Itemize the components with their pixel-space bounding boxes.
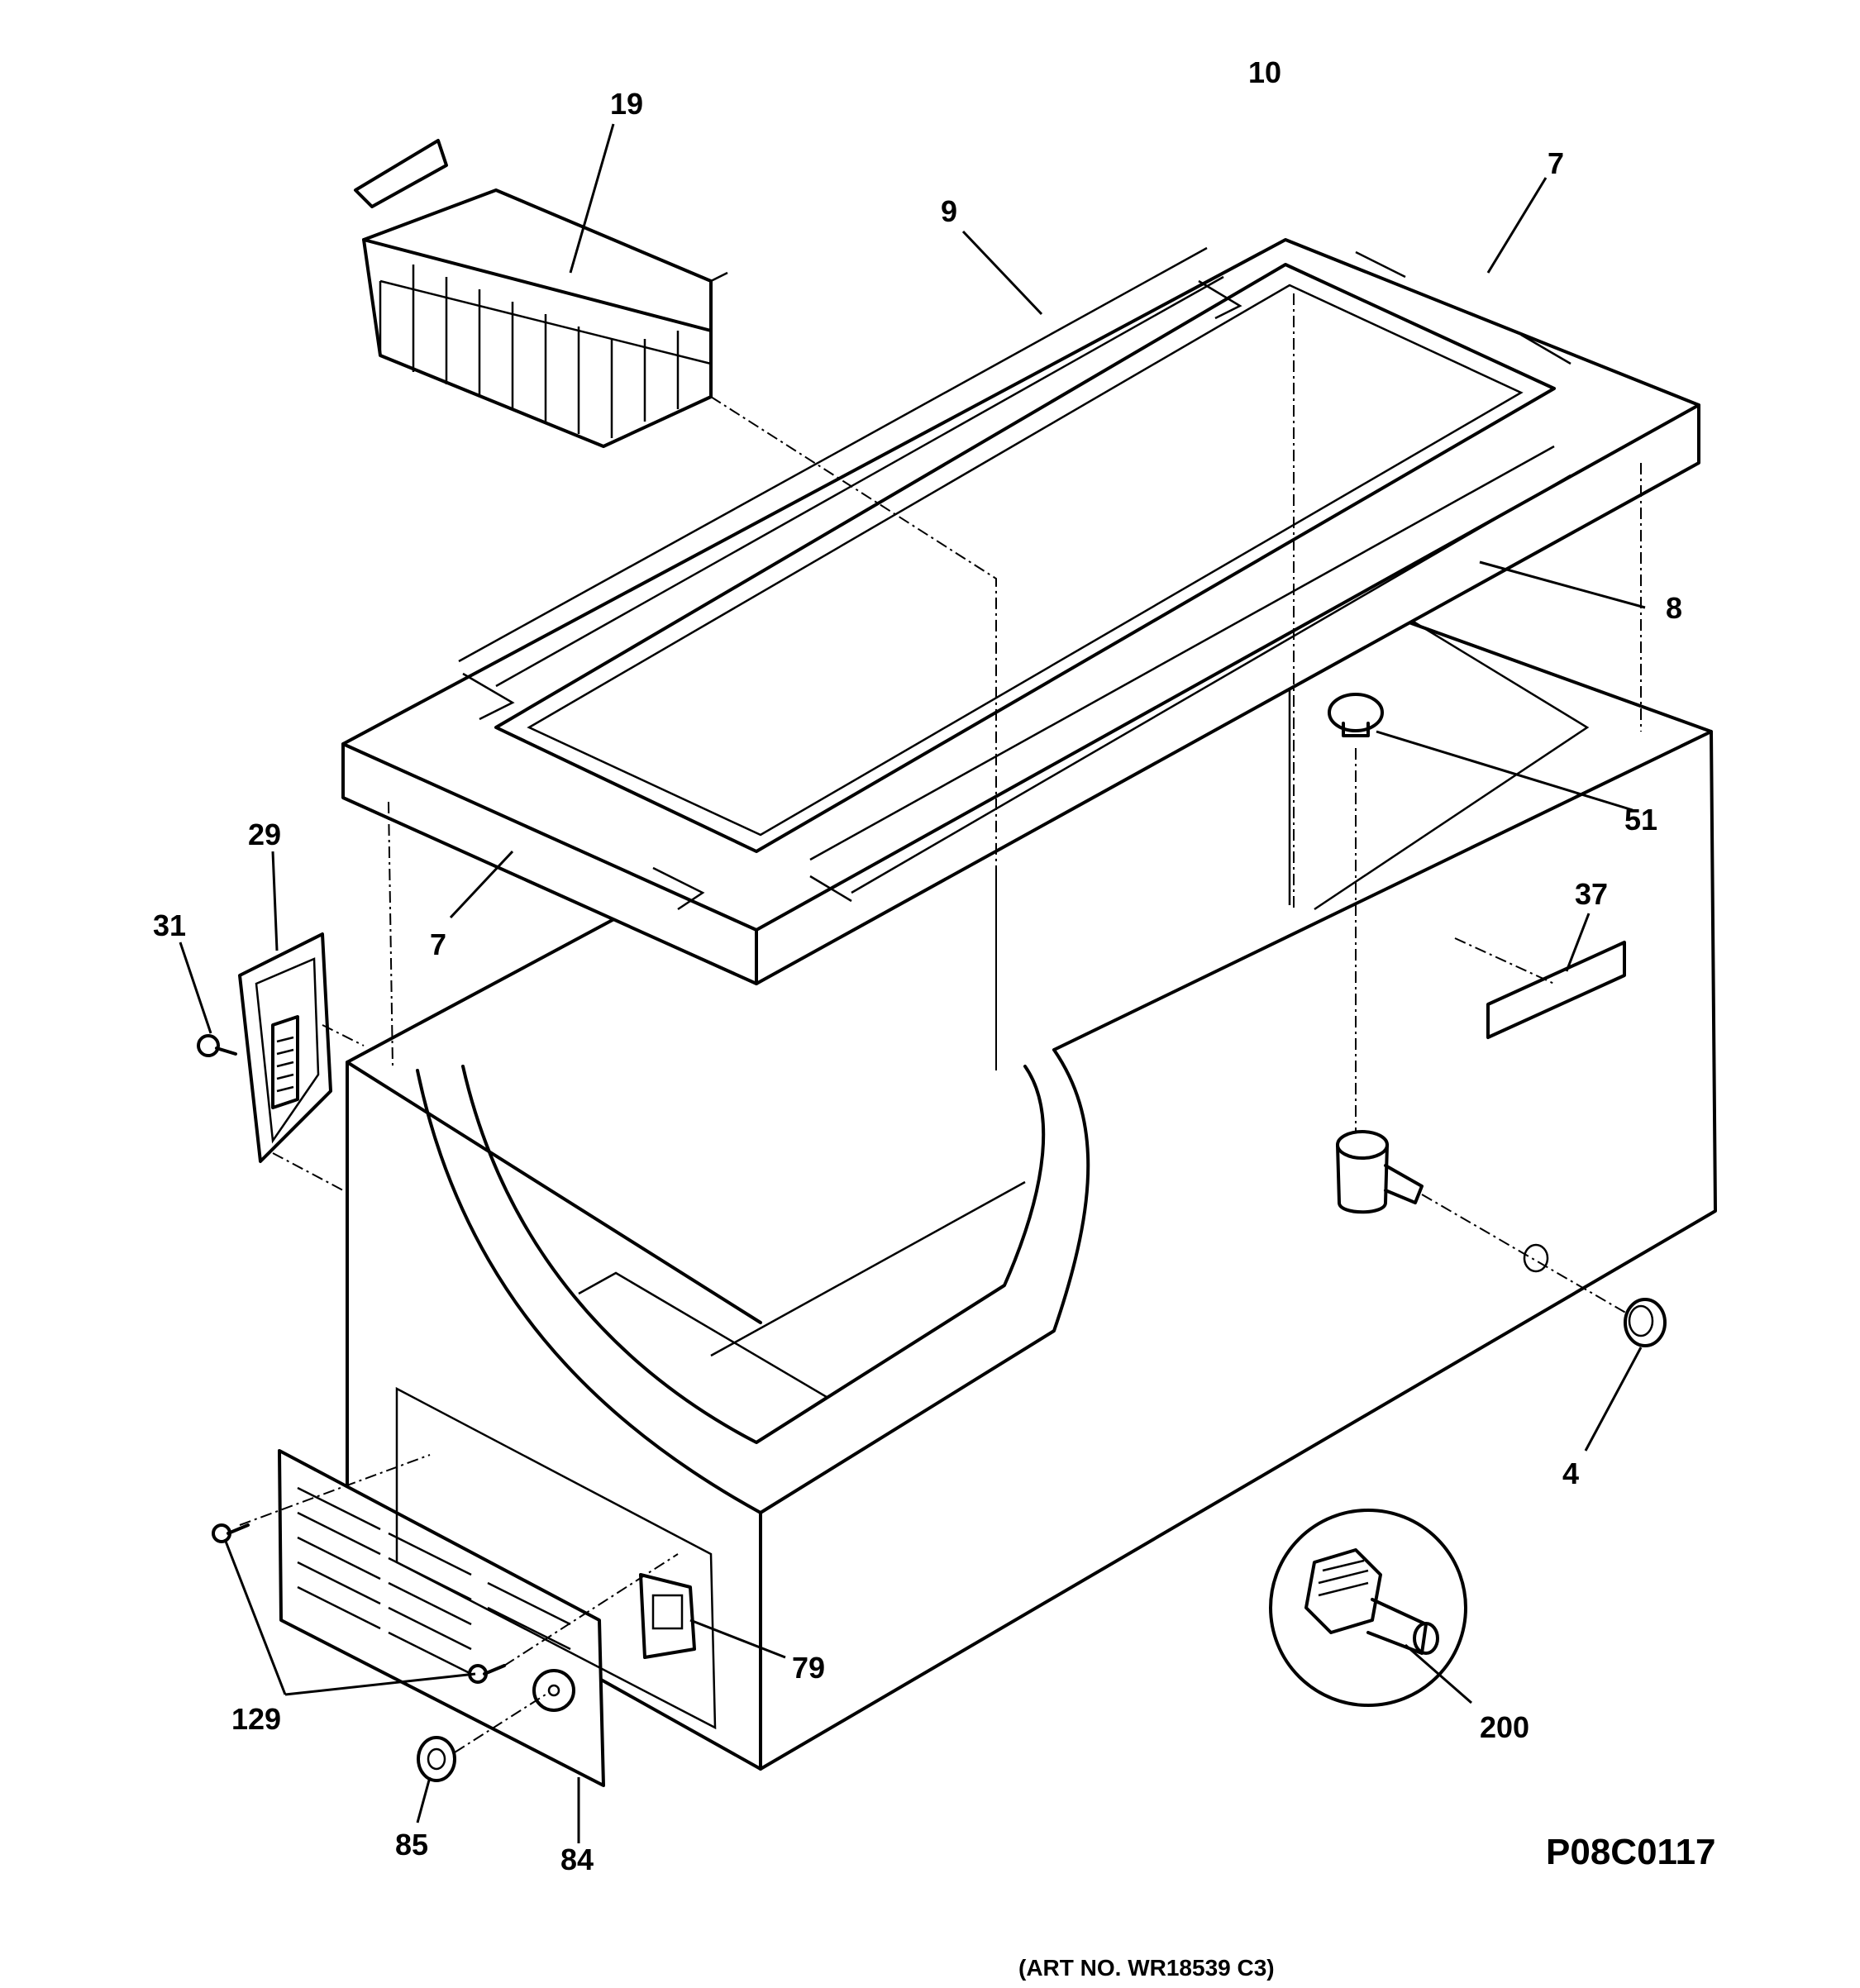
callout-31: 31 xyxy=(153,908,186,942)
wire-basket xyxy=(354,139,728,448)
callout-37: 37 xyxy=(1575,877,1608,911)
callout-200: 200 xyxy=(1480,1710,1529,1744)
art-number: (ART NO. WR18539 C3) xyxy=(1018,1955,1275,1981)
lid-hinge xyxy=(238,932,332,1163)
callout-10: 10 xyxy=(1248,55,1281,89)
callout-85: 85 xyxy=(395,1828,428,1862)
front-grille xyxy=(278,1386,717,1787)
callout-19: 19 xyxy=(610,87,643,121)
callout-29: 29 xyxy=(248,818,281,851)
callout-7-bottom: 7 xyxy=(430,927,446,961)
callout-51: 51 xyxy=(1624,803,1657,837)
drain-cap xyxy=(1523,1243,1667,1347)
light-switch xyxy=(639,1573,696,1659)
drawing-code: P08C0117 xyxy=(1546,1832,1716,1872)
thermostat-knob xyxy=(417,1736,456,1782)
callout-labels: 19 10 7 9 8 51 37 29 31 7 4 79 129 85 84… xyxy=(153,55,1682,1876)
drain-fitting-detail xyxy=(1269,1509,1467,1707)
callout-79: 79 xyxy=(792,1651,825,1685)
rating-label xyxy=(1486,941,1626,1039)
hinge-screw xyxy=(197,1034,237,1057)
callout-84: 84 xyxy=(560,1843,594,1876)
callout-4: 4 xyxy=(1562,1456,1579,1490)
drain-tube xyxy=(1336,1130,1424,1214)
assembly-lines xyxy=(239,293,1642,1753)
callout-9: 9 xyxy=(941,194,957,228)
leader-lines xyxy=(179,123,1646,1843)
callout-8: 8 xyxy=(1666,591,1682,625)
callout-129: 129 xyxy=(231,1702,281,1736)
callout-7-top: 7 xyxy=(1548,146,1564,180)
drain-plug xyxy=(1328,693,1384,737)
breaker-strip-frame xyxy=(341,238,1700,985)
